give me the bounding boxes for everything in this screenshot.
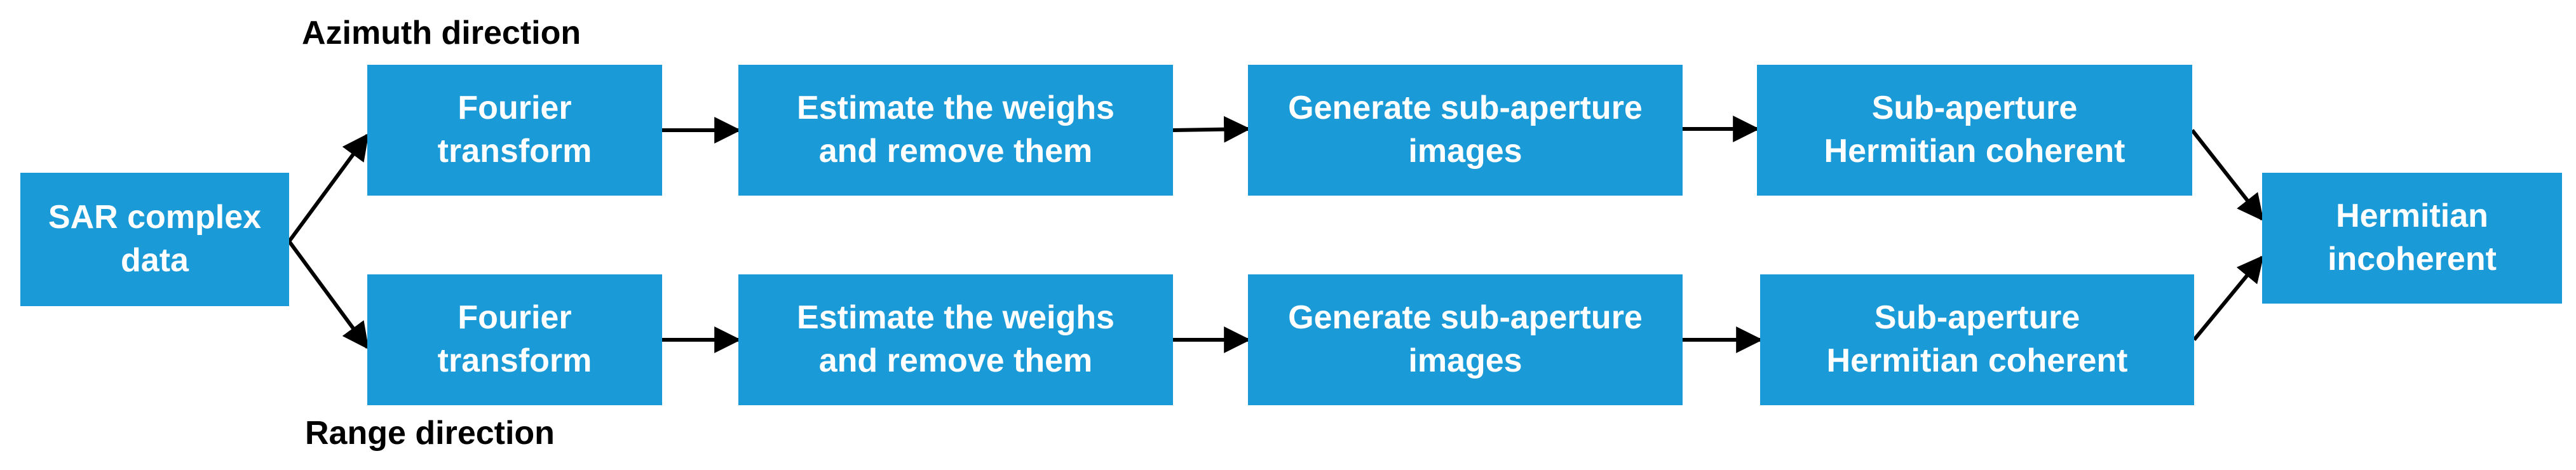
- range-fourier-transform-box: Fourier transform: [367, 274, 662, 405]
- arrow-az-estimate-to-generate: [1172, 116, 1251, 143]
- range-generate-sub-aperture-box: Generate sub-aperture images: [1248, 274, 1683, 405]
- range-estimate-weighs-box: Estimate the weighs and remove them: [738, 274, 1173, 405]
- azimuth-fourier-transform-box: Fourier transform: [367, 65, 662, 196]
- azimuth-direction-label: Azimuth direction: [302, 15, 581, 51]
- box-line: images: [1408, 342, 1522, 379]
- sar-complex-data-box: SAR complex data: [20, 173, 289, 306]
- box-line: Generate sub-aperture: [1288, 90, 1643, 127]
- box-line: Sub-aperture: [1874, 299, 2080, 337]
- box-line: Fourier: [458, 299, 572, 337]
- box-line: transform: [437, 342, 592, 379]
- arrow-rg-coherent-to-output: [2192, 255, 2264, 341]
- range-direction-label: Range direction: [305, 415, 555, 452]
- box-line: SAR complex: [48, 199, 262, 236]
- box-line: Hermitian coherent: [1824, 133, 2125, 170]
- azimuth-estimate-weighs-box: Estimate the weighs and remove them: [738, 65, 1173, 196]
- box-line: and remove them: [818, 342, 1093, 379]
- arrow-source-to-range-fourier: [287, 240, 369, 350]
- arrow-az-coherent-to-output: [2190, 129, 2264, 222]
- arrow-source-to-azimuth-fourier: [287, 133, 369, 243]
- box-line: Sub-aperture: [1871, 90, 2078, 127]
- box-line: incoherent: [2328, 241, 2497, 278]
- box-line: transform: [437, 133, 592, 170]
- box-line: images: [1408, 133, 1522, 170]
- box-line: Estimate the weighs: [797, 299, 1115, 337]
- box-line: Estimate the weighs: [797, 90, 1115, 127]
- box-line: Generate sub-aperture: [1288, 299, 1643, 337]
- range-hermitian-coherent-box: Sub-aperture Hermitian coherent: [1760, 274, 2194, 405]
- box-line: Hermitian coherent: [1826, 342, 2128, 379]
- box-line: Hermitian: [2336, 198, 2488, 235]
- box-line: data: [121, 242, 189, 279]
- azimuth-generate-sub-aperture-box: Generate sub-aperture images: [1248, 65, 1683, 196]
- hermitian-incoherent-box: Hermitian incoherent: [2262, 173, 2562, 304]
- azimuth-hermitian-coherent-box: Sub-aperture Hermitian coherent: [1757, 65, 2192, 196]
- box-line: and remove them: [818, 133, 1093, 170]
- box-line: Fourier: [458, 90, 572, 127]
